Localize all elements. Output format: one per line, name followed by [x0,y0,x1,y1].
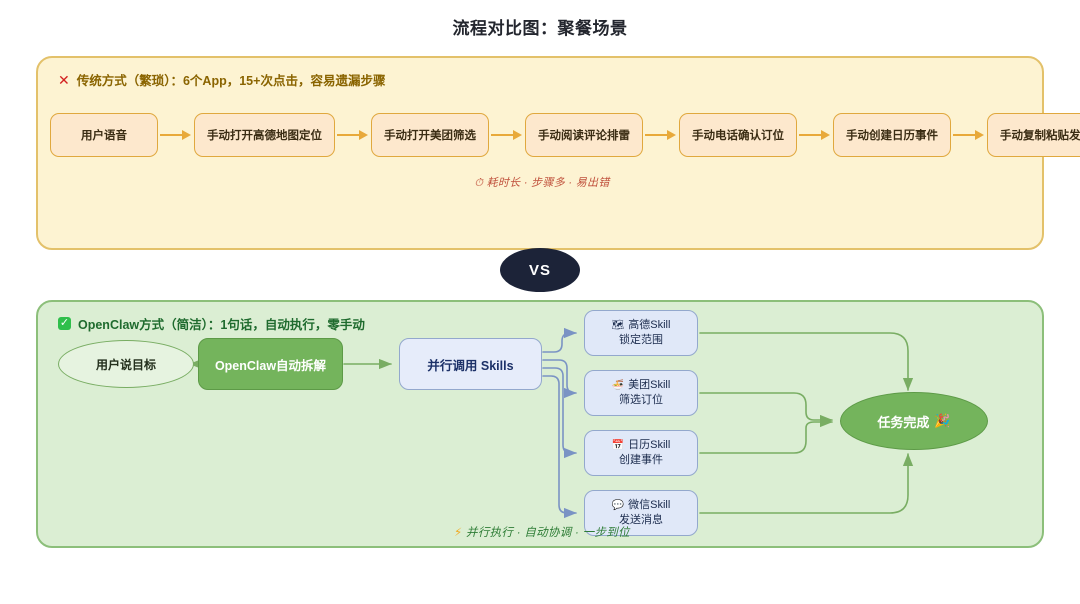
traditional-step-6[interactable]: 手动创建日历事件 [833,113,951,157]
traditional-step-2[interactable]: 手动打开高德地图定位 [194,113,335,157]
skill-name: 高德Skill [628,319,671,332]
skill-node-amap[interactable]: 🗺 高德Skill 锁定范围 [584,310,698,356]
skill-node-calendar[interactable]: 📅 日历Skill 创建事件 [584,430,698,476]
skill-action: 创建事件 [619,454,663,466]
skill-node-wechat[interactable]: 💬 微信Skill 发送消息 [584,490,698,536]
bolt-icon: ⚡ [454,527,463,539]
openclaw-split-node[interactable]: OpenClaw自动拆解 [198,338,343,390]
skill-node-meituan[interactable]: 🍜 美团Skill 筛选订位 [584,370,698,416]
traditional-step-1[interactable]: 用户语音 [50,113,158,157]
traditional-step-7[interactable]: 手动复制粘贴发微信 [987,113,1080,157]
openclaw-start-node[interactable]: 用户说目标 [58,340,194,388]
openclaw-caption-label: 并行执行 · 自动协调 · 一步到位 [466,527,630,539]
skill-name: 日历Skill [628,439,671,452]
chat-icon: 💬 [611,499,625,511]
vs-badge: VS [500,248,580,292]
traditional-step-5[interactable]: 手动电话确认订位 [679,113,797,157]
openclaw-panel: ✓ OpenClaw方式（简洁）：1句话，自动执行，零手动 [36,300,1044,548]
connector-lines [189,327,914,519]
openclaw-header-label: OpenClaw方式（简洁）：1句话，自动执行，零手动 [78,318,365,332]
openclaw-parallel-node[interactable]: 并行调用 Skills [399,338,542,390]
arrow-right-icon [797,129,833,141]
traditional-step-3[interactable]: 手动打开美团筛选 [371,113,489,157]
traditional-flow-row: 用户语音 手动打开高德地图定位 手动打开美团筛选 手动阅读评论排雷 手动电话确认… [50,112,1080,158]
arrow-right-icon [335,129,371,141]
openclaw-done-node[interactable]: 任务完成 🎉 [840,392,988,450]
traditional-panel-header: ✕ 传统方式（繁琐）：6个App，15+次点击，容易遗漏步骤 [58,70,385,89]
check-icon: ✓ [58,317,71,330]
page-title: 流程对比图：聚餐场景 [452,19,628,38]
skill-name: 微信Skill [628,499,671,512]
openclaw-caption: ⚡ 并行执行 · 自动协调 · 一步到位 [38,524,1046,540]
done-label: 任务完成 [877,414,930,430]
map-icon: 🗺 [611,319,625,331]
noodle-icon: 🍜 [611,379,625,391]
arrow-right-icon [489,129,525,141]
openclaw-panel-header: ✓ OpenClaw方式（简洁）：1句话，自动执行，零手动 [58,314,365,333]
arrow-right-icon [951,129,987,141]
skill-name: 美团Skill [628,379,671,392]
party-icon: 🎉 [934,413,951,428]
arrow-right-icon [158,129,194,141]
skill-action: 筛选订位 [619,394,663,406]
arrow-right-icon [643,129,679,141]
traditional-caption: ⏱ 耗时长 · 步骤多 · 易出错 [474,177,610,189]
calendar-icon: 📅 [611,439,625,451]
skill-action: 发送消息 [619,514,663,526]
traditional-header-label: 传统方式（繁琐）：6个App，15+次点击，容易遗漏步骤 [76,74,386,88]
cross-icon: ✕ [58,71,70,88]
traditional-panel: ✕ 传统方式（繁琐）：6个App，15+次点击，容易遗漏步骤 用户语音 手动打开… [36,56,1080,250]
openclaw-flow-stage: 用户说目标 OpenClaw自动拆解 并行调用 Skills 🗺 高德Skill… [38,302,1046,550]
skill-action: 锁定范围 [619,334,663,346]
traditional-step-4[interactable]: 手动阅读评论排雷 [525,113,643,157]
